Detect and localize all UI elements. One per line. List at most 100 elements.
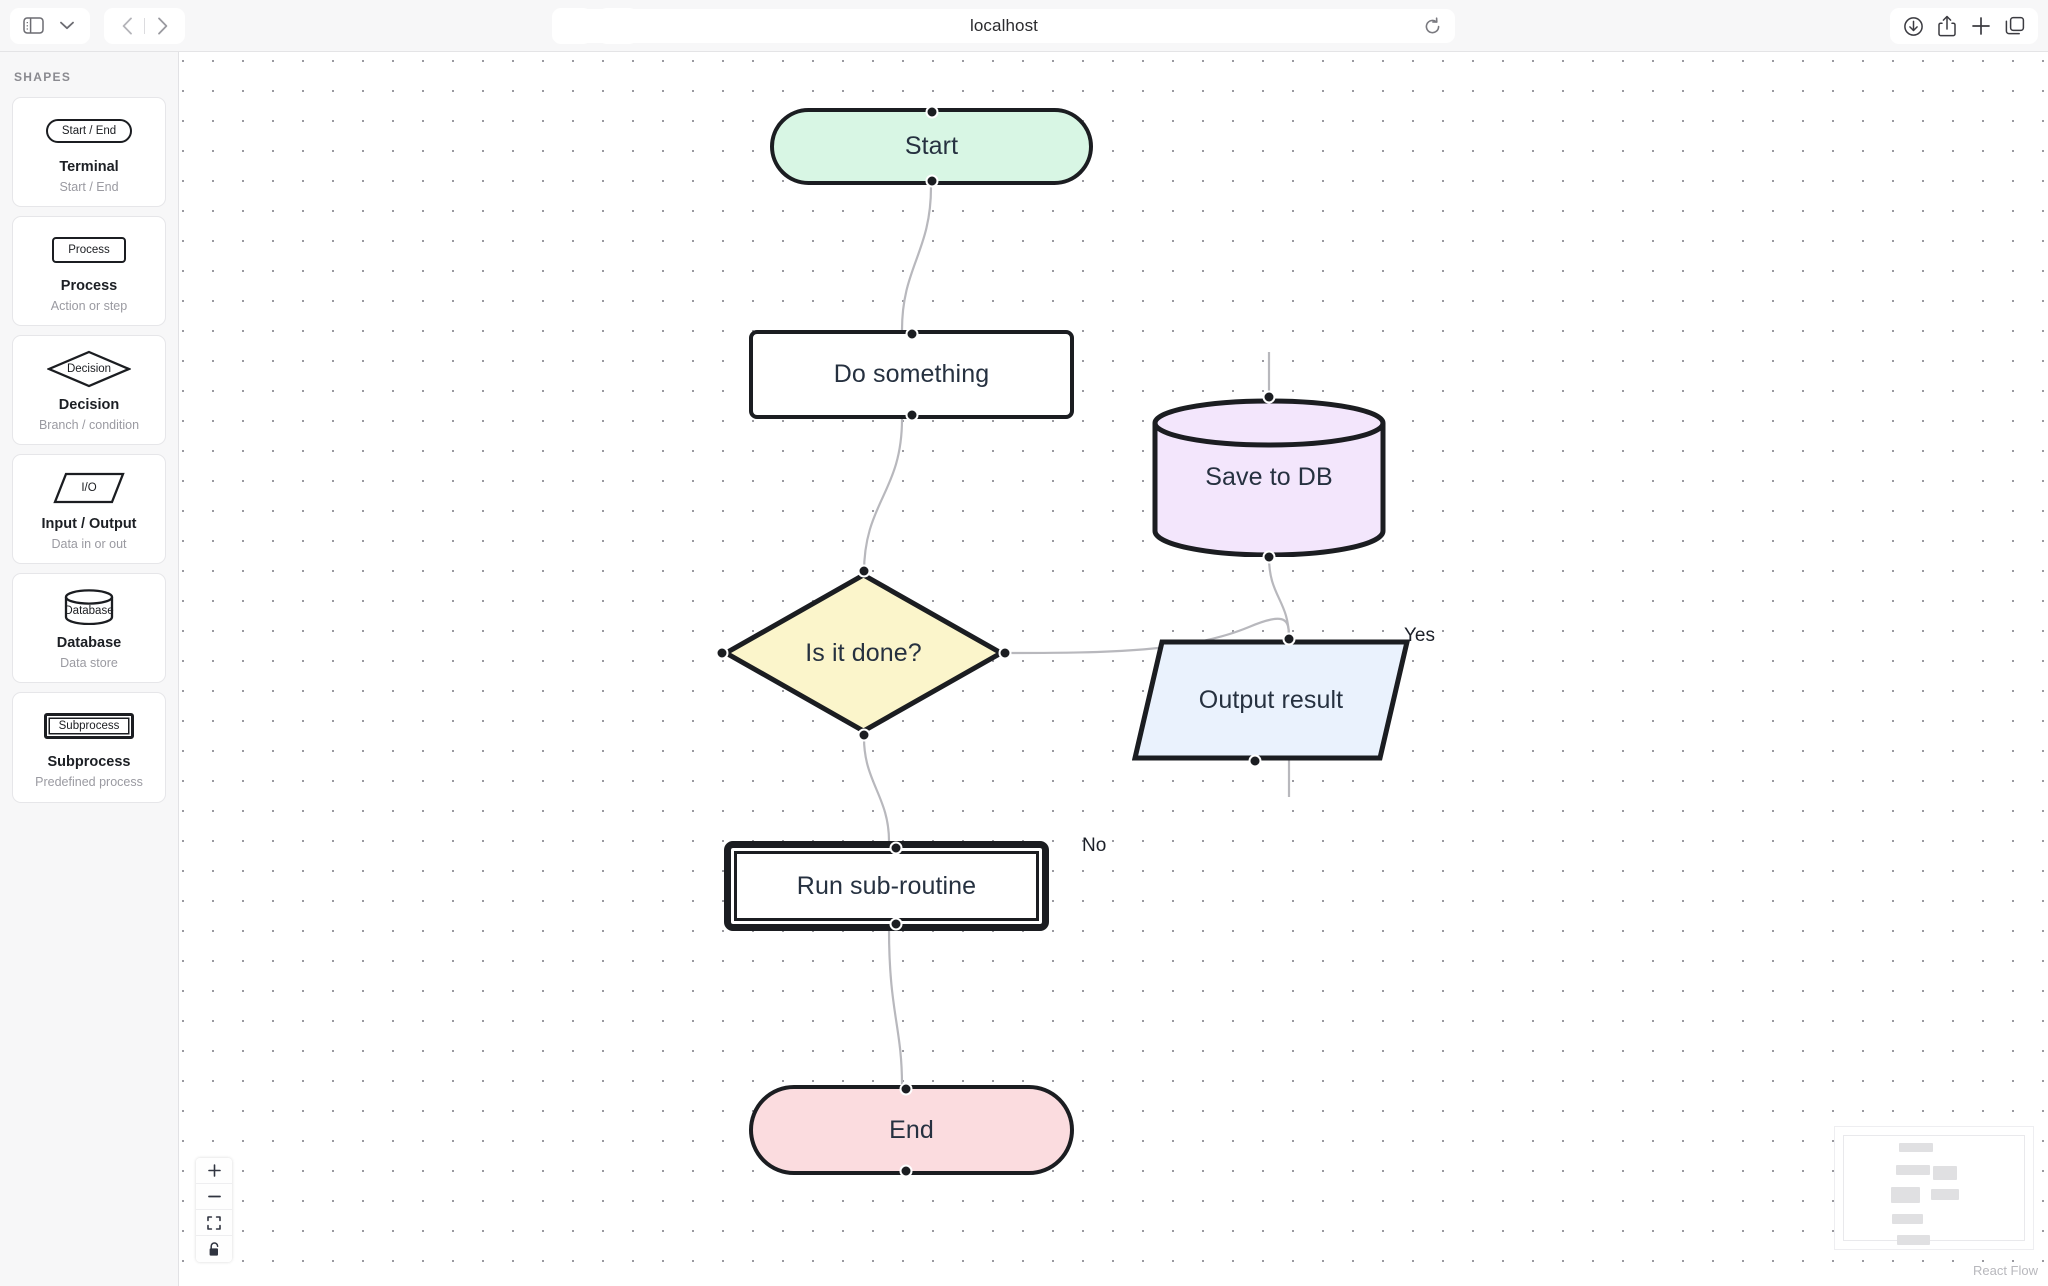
database-preview-icon: Database xyxy=(21,587,157,627)
handle-top[interactable] xyxy=(905,327,918,341)
edge-subprocess-to-end xyxy=(887,928,904,1086)
edge-start-to-do xyxy=(900,186,933,331)
minimap-node xyxy=(1897,1235,1930,1245)
zoom-out-button[interactable] xyxy=(196,1184,232,1210)
edge-do-to-decision xyxy=(862,418,904,574)
back-icon[interactable] xyxy=(110,11,144,41)
minimap-node xyxy=(1899,1143,1933,1152)
shape-card-subprocess[interactable]: Subprocess Subprocess Predefined process xyxy=(12,692,166,803)
reload-icon[interactable] xyxy=(1421,15,1443,37)
subprocess-preview-icon: Subprocess xyxy=(21,706,157,746)
edge-decision-to-output xyxy=(1006,617,1291,655)
node-end[interactable]: End xyxy=(749,1082,1074,1178)
url-text: localhost xyxy=(970,16,1038,35)
share-icon[interactable] xyxy=(1930,11,1964,41)
minimap-viewport xyxy=(1843,1135,2025,1241)
node-label: Save to DB xyxy=(1205,462,1333,491)
new-tab-icon[interactable] xyxy=(1964,11,1998,41)
handle-bottom[interactable] xyxy=(899,1164,913,1178)
navigation-group xyxy=(10,7,90,44)
edge-label-yes: Yes xyxy=(1404,625,1435,646)
minimap[interactable] xyxy=(1834,1126,2034,1250)
shape-name: Input / Output xyxy=(41,516,137,533)
handle-bottom[interactable] xyxy=(857,728,870,742)
browser-toolbar: localhost xyxy=(0,0,2048,52)
node-label: Run sub-routine xyxy=(796,871,977,900)
shape-name: Subprocess xyxy=(47,754,131,771)
minimap-node xyxy=(1933,1166,1957,1180)
handle-top[interactable] xyxy=(925,105,938,119)
handle-top[interactable] xyxy=(899,1082,913,1096)
shape-desc: Start / End xyxy=(59,179,119,194)
shape-desc: Data store xyxy=(60,656,118,671)
terminal-preview-label: Start / End xyxy=(45,119,133,143)
shape-name: Decision xyxy=(58,397,120,414)
decision-preview-icon: Decision xyxy=(21,349,157,389)
node-label: Output result xyxy=(1198,685,1344,714)
minimap-node xyxy=(1892,1214,1923,1224)
flow-canvas[interactable]: Yes No Start Do something Save to DB Is … xyxy=(179,52,2048,1286)
process-preview-icon: Process xyxy=(21,230,157,270)
shape-card-decision[interactable]: Decision Decision Branch / condition xyxy=(12,335,166,446)
lock-button[interactable] xyxy=(196,1236,232,1262)
edges-layer xyxy=(862,186,1291,1086)
node-start[interactable]: Start xyxy=(770,105,1093,188)
actions-group xyxy=(1890,8,2038,44)
shape-card-process[interactable]: Process Process Action or step xyxy=(12,216,166,327)
handle-bottom[interactable] xyxy=(1262,550,1276,564)
node-run-sub-routine[interactable]: Run sub-routine xyxy=(724,841,1049,931)
edge-database-to-output xyxy=(1267,556,1291,640)
subprocess-preview-label: Subprocess xyxy=(43,713,135,740)
node-label: Start xyxy=(904,132,959,160)
toolbar-divider xyxy=(144,17,145,34)
plus-icon xyxy=(207,1164,221,1177)
shape-card-terminal[interactable]: Start / End Terminal Start / End xyxy=(12,97,166,208)
handle-right[interactable] xyxy=(998,646,1012,660)
react-flow-attribution[interactable]: React Flow xyxy=(1972,1263,2038,1278)
canvas-controls xyxy=(196,1158,232,1262)
shape-name: Terminal xyxy=(59,159,119,175)
process-preview-label: Process xyxy=(52,237,126,264)
shape-desc: Data in or out xyxy=(51,537,127,552)
lock-icon xyxy=(209,1241,218,1256)
io-preview-label: I/O xyxy=(81,482,97,495)
zoom-in-button[interactable] xyxy=(196,1158,232,1184)
node-save-to-db[interactable]: Save to DB xyxy=(1151,390,1387,564)
node-is-it-done[interactable]: Is it done? xyxy=(715,564,1012,742)
minimap-node xyxy=(1891,1187,1920,1203)
database-preview-label: Database xyxy=(64,605,114,618)
shape-card-io[interactable]: I/O Input / Output Data in or out xyxy=(12,454,166,565)
shape-card-database[interactable]: Database Database Data store xyxy=(12,573,166,684)
handle-left[interactable] xyxy=(715,646,729,660)
node-label: Do something xyxy=(833,360,990,388)
handle-bottom[interactable] xyxy=(889,917,903,931)
forward-icon[interactable] xyxy=(145,11,179,41)
terminal-preview-icon: Start / End xyxy=(21,111,157,151)
minus-icon xyxy=(207,1195,221,1198)
sidebar-title: SHAPES xyxy=(14,70,72,84)
node-output-result[interactable]: Output result xyxy=(1132,632,1410,768)
handle-top[interactable] xyxy=(857,564,870,578)
tab-overview-icon[interactable] xyxy=(1998,11,2032,41)
edge-decision-to-subprocess xyxy=(862,737,891,842)
address-bar[interactable]: localhost xyxy=(553,9,1455,43)
downloads-icon[interactable] xyxy=(1896,11,1930,41)
fit-view-button[interactable] xyxy=(196,1210,232,1236)
edge-label-no: No xyxy=(1082,835,1107,856)
shape-name: Process xyxy=(60,278,118,295)
node-do-something[interactable]: Do something xyxy=(749,327,1074,422)
handle-bottom[interactable] xyxy=(1248,754,1262,768)
handle-top[interactable] xyxy=(1282,632,1296,646)
sidebar-toggle-icon[interactable] xyxy=(16,11,50,41)
shape-desc: Predefined process xyxy=(35,775,143,790)
handle-top[interactable] xyxy=(1262,390,1276,404)
fit-view-icon xyxy=(207,1215,221,1230)
handle-top[interactable] xyxy=(889,841,903,855)
shape-desc: Branch / condition xyxy=(38,418,140,433)
handle-bottom[interactable] xyxy=(905,408,918,422)
chevron-down-icon[interactable] xyxy=(50,11,84,41)
cylinder-shape xyxy=(1152,398,1386,557)
node-label: End xyxy=(889,1115,934,1144)
shape-name: Database xyxy=(56,635,122,652)
handle-bottom[interactable] xyxy=(925,174,938,188)
